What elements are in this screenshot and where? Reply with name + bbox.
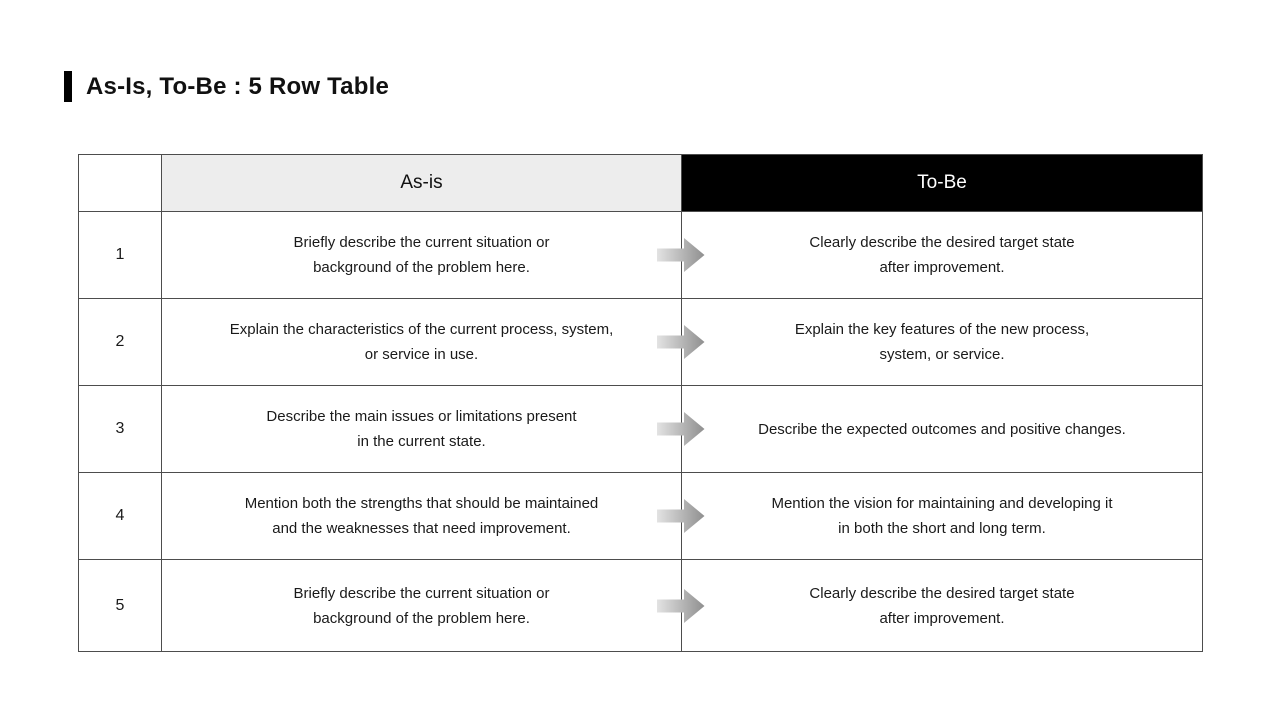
row-number: 5 (78, 559, 162, 652)
asis-cell: Explain the characteristics of the curre… (161, 298, 682, 386)
page-title-row: As-Is, To-Be : 5 Row Table (64, 71, 389, 102)
tobe-text: Explain the key features of the new proc… (794, 321, 1090, 363)
tobe-cell: Explain the key features of the new proc… (657, 298, 1203, 386)
tobe-text: Clearly describe the desired target stat… (809, 584, 1075, 627)
tobe-cell: Clearly describe the desired target stat… (657, 559, 1203, 652)
asis-cell: Briefly describe the current situation o… (161, 211, 682, 299)
row-number: 3 (78, 385, 162, 473)
index-header-cell (78, 154, 162, 212)
row-number: 4 (78, 472, 162, 560)
tobe-text: Clearly describe the desired target stat… (809, 234, 1075, 276)
header-row: As-is To-Be (78, 154, 1203, 212)
tobe-text: Mention the vision for maintaining and d… (771, 495, 1113, 537)
asis-cell: Mention both the strengths that should b… (161, 472, 682, 560)
title-accent-bar (64, 71, 72, 102)
page-title: As-Is, To-Be : 5 Row Table (86, 72, 390, 100)
row-number: 2 (78, 298, 162, 386)
tobe-cell: Describe the expected outcomes and posit… (657, 385, 1203, 473)
table-header: As-is To-Be (78, 154, 1203, 212)
tobe-cell: Mention the vision for maintaining and d… (657, 472, 1203, 560)
row-number: 1 (78, 211, 162, 299)
asis-cell: Briefly describe the current situation o… (161, 559, 682, 652)
asis-cell: Describe the main issues or limitations … (161, 385, 682, 473)
tobe-cell: Clearly describe the desired target stat… (657, 211, 1203, 299)
tobe-text: Describe the expected outcomes and posit… (758, 420, 1126, 438)
asis-header-cell: As-is (161, 154, 682, 212)
tobe-header-cell: To-Be (681, 154, 1203, 212)
